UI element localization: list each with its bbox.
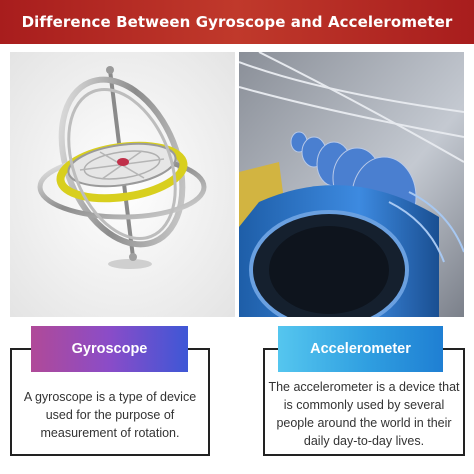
accelerometer-label-text: Accelerometer	[310, 341, 411, 357]
page-title: Difference Between Gyroscope and Acceler…	[21, 13, 453, 31]
page-title-banner: Difference Between Gyroscope and Acceler…	[0, 0, 474, 44]
accelerometer-image	[239, 52, 464, 317]
gyroscope-image	[10, 52, 235, 317]
gyroscope-label-text: Gyroscope	[71, 341, 148, 357]
accelerometer-label: Accelerometer	[278, 326, 443, 372]
gyroscope-description: A gyroscope is a type of device used for…	[23, 390, 197, 440]
gyroscope-label: Gyroscope	[31, 326, 188, 372]
accelerometer-description: The accelerometer is a device that is co…	[268, 380, 460, 448]
